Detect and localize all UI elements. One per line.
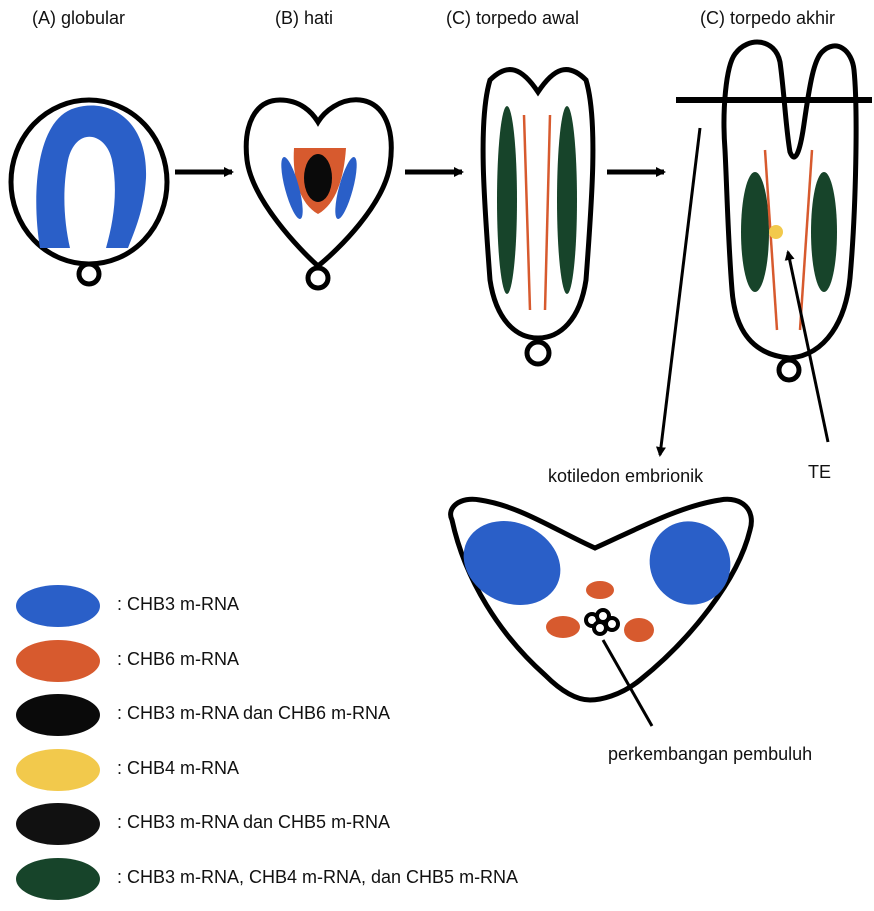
globular-embryo: [11, 100, 167, 284]
legend-label: : CHB6 m-RNA: [117, 649, 239, 670]
label-vascular-development: perkembangan pembuluh: [608, 744, 812, 765]
legend-swatch: [14, 693, 110, 737]
legend-label: : CHB3 m-RNA dan CHB5 m-RNA: [117, 812, 390, 833]
legend: : CHB3 m-RNA : CHB6 m-RNA : CHB3 m-RNA d…: [14, 584, 614, 911]
torpedo-late-embryo: [676, 42, 872, 380]
torpedo-late-te-yellow: [769, 225, 783, 239]
legend-swatch: [14, 584, 110, 628]
cotyledon-chb6-3: [624, 618, 654, 642]
legend-swatch: [14, 748, 110, 792]
torpedo-early-green-right: [557, 106, 577, 294]
legend-swatch: [14, 639, 110, 683]
legend-label: : CHB4 m-RNA: [117, 758, 239, 779]
heart-suspensor: [308, 268, 328, 288]
torpedo-late-green-left: [741, 172, 769, 292]
arrow-to-cotyledon-section: [660, 128, 700, 455]
legend-item: : CHB4 m-RNA: [14, 748, 614, 803]
label-cotyledon: kotiledon embrionik: [548, 466, 703, 487]
torpedo-early-suspensor: [527, 342, 549, 364]
legend-item: : CHB3 m-RNA, CHB4 m-RNA, dan CHB5 m-RNA: [14, 857, 614, 911]
legend-label: : CHB3 m-RNA dan CHB6 m-RNA: [117, 703, 390, 724]
legend-label: : CHB3 m-RNA: [117, 594, 239, 615]
legend-item: : CHB3 m-RNA dan CHB5 m-RNA: [14, 802, 614, 857]
legend-item: : CHB6 m-RNA: [14, 639, 614, 694]
legend-swatch: [14, 802, 110, 846]
label-te: TE: [808, 462, 831, 483]
legend-item: : CHB3 m-RNA dan CHB6 m-RNA: [14, 693, 614, 748]
legend-item: : CHB3 m-RNA: [14, 584, 614, 639]
legend-label: : CHB3 m-RNA, CHB4 m-RNA, dan CHB5 m-RNA: [117, 867, 518, 888]
torpedo-early-green-left: [497, 106, 517, 294]
legend-swatch: [14, 857, 110, 901]
torpedo-late-green-right: [811, 172, 837, 292]
heart-chb3-chb6-region: [304, 154, 332, 202]
torpedo-late-suspensor: [779, 360, 799, 380]
torpedo-early-embryo: [483, 70, 593, 364]
heart-embryo: [246, 100, 391, 288]
globular-suspensor: [79, 264, 99, 284]
